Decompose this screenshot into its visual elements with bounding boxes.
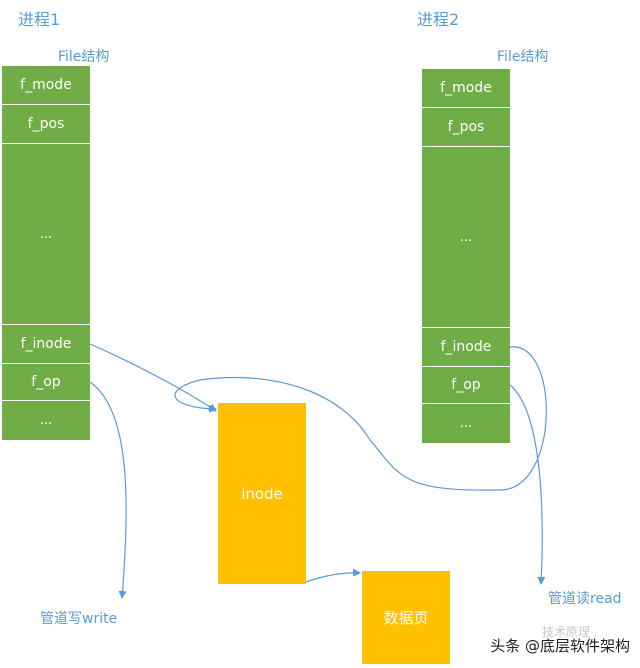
process2-row-f-pos: f_pos bbox=[422, 108, 510, 147]
process2-file-table: f_mode f_pos ... f_inode f_op ... bbox=[422, 69, 510, 443]
watermark-text: 头条 @底层软件架构 bbox=[490, 637, 630, 655]
process1-struct-label: File结构 bbox=[58, 49, 110, 65]
data-page-box: 数据页 bbox=[362, 571, 450, 664]
p1-inode-arrow bbox=[89, 343, 217, 412]
pipe-read-label: 管道读read bbox=[548, 591, 622, 607]
process2-row-ellipsis-bottom: ... bbox=[459, 416, 473, 431]
process2-row-f-mode: f_mode bbox=[422, 69, 510, 108]
process1-row-f-mode: f_mode bbox=[2, 66, 90, 105]
process1-row-ellipsis-bottom: ... bbox=[39, 413, 53, 428]
process2-title: 进程2 bbox=[417, 10, 460, 29]
p1-op-write-arrow bbox=[89, 381, 127, 599]
inode-box: inode bbox=[218, 403, 306, 584]
process2-row-f-inode: f_inode bbox=[422, 328, 510, 367]
process1-title: 进程1 bbox=[18, 10, 61, 29]
process1-row-f-pos: f_pos bbox=[2, 105, 90, 144]
process1-row-ellipsis: ... bbox=[2, 144, 90, 325]
watermark: 技术原理 头条 @底层软件架构 bbox=[490, 625, 630, 656]
process2-struct-label: File结构 bbox=[497, 49, 549, 65]
watermark-ghost-text: 技术原理 bbox=[541, 625, 590, 639]
process2-row-ellipsis: ... bbox=[422, 147, 510, 328]
process1-row-f-op: f_op bbox=[2, 364, 90, 401]
inode-datapage-arrow bbox=[305, 568, 361, 583]
process1-file-table: f_mode f_pos ... f_inode f_op ... bbox=[2, 66, 90, 440]
process1-row-f-inode: f_inode bbox=[2, 325, 90, 364]
pipe-write-label: 管道写write bbox=[40, 611, 118, 627]
p2-inode-arrow bbox=[174, 346, 547, 491]
p2-op-read-arrow bbox=[509, 384, 546, 585]
process2-row-f-op: f_op bbox=[422, 367, 510, 404]
